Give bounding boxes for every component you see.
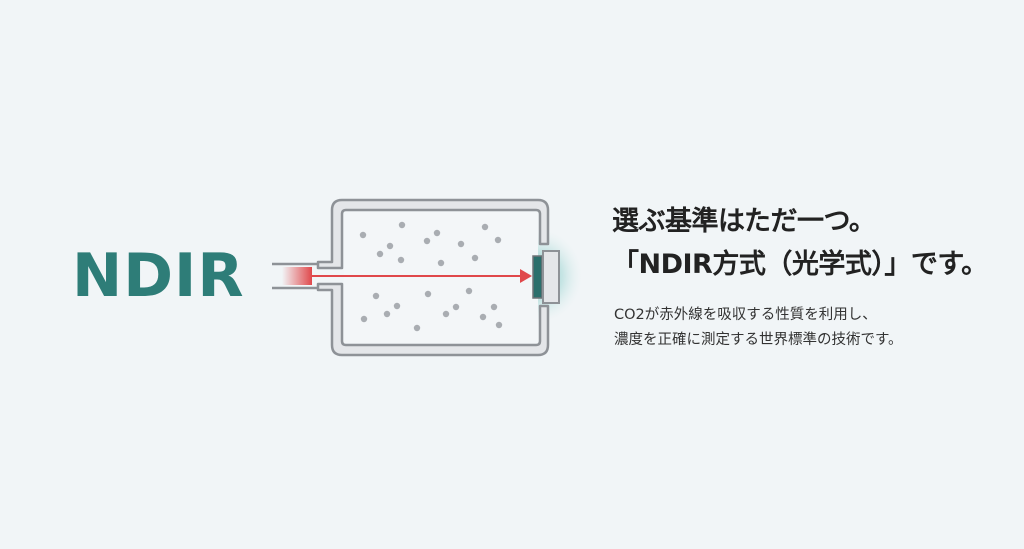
headline-line-2: 「NDIR方式（光学式）」です。	[612, 249, 988, 280]
ndir-logo: NDIR	[72, 241, 245, 311]
headline: 選ぶ基準はただ一つ。 「NDIR方式（光学式）」です。	[612, 200, 988, 286]
ndir-sensor-diagram	[272, 198, 582, 357]
description-line-2: 濃度を正確に測定する世界標準の技術です。	[614, 332, 903, 348]
description: CO2が赤外線を吸収する性質を利用し、 濃度を正確に測定する世界標準の技術です。	[614, 303, 903, 353]
co2-molecules	[359, 221, 503, 332]
infrared-beam	[312, 269, 532, 283]
description-line-1: CO2が赤外線を吸収する性質を利用し、	[614, 307, 877, 323]
headline-line-1: 選ぶ基準はただ一つ。	[612, 206, 876, 237]
detector	[532, 250, 560, 304]
gas-chamber	[272, 198, 550, 357]
infrared-source	[282, 267, 312, 285]
